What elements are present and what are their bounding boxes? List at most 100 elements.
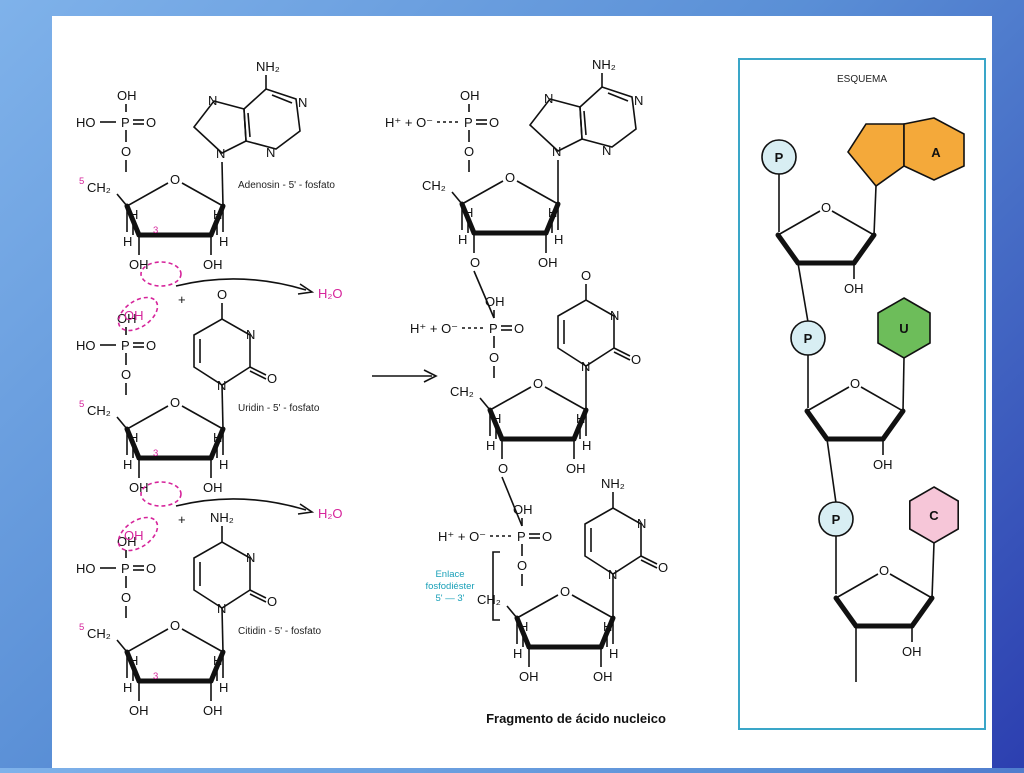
condensation-2: OH + H₂O <box>117 481 343 552</box>
nucleotide-name: Adenosin - 5' - fosfato <box>238 180 335 191</box>
phosphate-oh: OH <box>485 294 505 309</box>
ring-oxygen: O <box>170 395 180 410</box>
hydroxyl-2: OH <box>203 257 223 272</box>
hydroxyl-3: OH <box>519 669 539 684</box>
hydroxyl-2: OH <box>593 669 613 684</box>
leaving-oh: OH <box>124 308 144 323</box>
nucleotide-name: Uridin - 5' - fosfato <box>238 403 320 414</box>
ch2-group: CH₂ <box>477 592 501 607</box>
phosphate-oxygen: O <box>514 321 524 336</box>
proton-label: H⁺ + O⁻ <box>410 321 458 336</box>
phosphate-circle: P <box>790 320 826 356</box>
proton-label: H⁺ + O⁻ <box>385 115 433 130</box>
ester-oxygen: O <box>121 590 131 605</box>
water-product: H₂O <box>318 506 343 521</box>
ring-oxygen: O <box>170 618 180 633</box>
phosphate-ho: HO <box>76 338 96 353</box>
phosphate-letter: P <box>804 331 813 346</box>
schema-title: ESQUEMA <box>837 74 887 85</box>
ch2-group: CH₂ <box>422 178 446 193</box>
n3: N <box>266 145 275 160</box>
ch2-group: CH₂ <box>87 626 111 641</box>
plus-sign: + <box>178 292 186 307</box>
hydrogen: H <box>123 457 132 472</box>
carbonyl-o: O <box>658 560 668 575</box>
schema-oh: OH <box>902 644 922 659</box>
bridge-oxygen: O <box>470 255 480 270</box>
ring-oxygen: O <box>533 376 543 391</box>
n3: N <box>246 550 255 565</box>
phosphodiester-link: O <box>498 461 523 527</box>
hydrogen: H <box>219 457 228 472</box>
phosphate-letter: P <box>775 150 784 165</box>
phosphate-circle: P <box>818 501 854 537</box>
nucleotide-name: Citidin - 5' - fosfato <box>238 626 321 637</box>
phosphate-oxygen: O <box>146 338 156 353</box>
carbon-5-label: 5 <box>79 622 84 633</box>
ring-oxygen: O <box>560 584 570 599</box>
amino-group: NH₂ <box>256 59 280 74</box>
proton-label: H⁺ + O⁻ <box>438 529 486 544</box>
hydroxyl-2: OH <box>566 461 586 476</box>
hydrogen: H <box>129 430 138 445</box>
schema-sugar: OOH <box>775 200 877 296</box>
n1: N <box>634 93 643 108</box>
schema-sugar: OOH <box>804 376 906 472</box>
phosphorus: P <box>121 338 130 353</box>
hydroxyl-3: OH <box>129 257 149 272</box>
n3: N <box>637 516 646 531</box>
schema-sugar: O OH <box>833 563 935 659</box>
reaction-arrow <box>372 369 438 383</box>
hydrogen: H <box>609 646 618 661</box>
hydrogen: H <box>513 646 522 661</box>
phosphate-letter: P <box>832 512 841 527</box>
schema-ring-o: O <box>879 563 889 578</box>
ch2-group: CH₂ <box>87 403 111 418</box>
phosphate-circle: P <box>761 139 797 175</box>
carbonyl-o: O <box>267 371 277 386</box>
hydrogen: H <box>554 232 563 247</box>
phosphate-oxygen: O <box>146 115 156 130</box>
phosphate-oxygen: O <box>146 561 156 576</box>
carbon-5-label: 5 <box>79 176 84 187</box>
phosphorus: P <box>121 115 130 130</box>
plus-sign: + <box>178 512 186 527</box>
phosphorus: P <box>489 321 498 336</box>
n9: N <box>552 144 561 159</box>
hydrogen: H <box>464 205 473 220</box>
hydrogen: H <box>492 411 501 426</box>
hydrogen: H <box>519 619 528 634</box>
bond-label: Enlace <box>435 569 464 580</box>
ester-oxygen: O <box>121 144 131 159</box>
phosphate-oxygen: O <box>542 529 552 544</box>
amino-group: NH₂ <box>210 510 234 525</box>
carbon-5-label: 5 <box>79 399 84 410</box>
amino-group: NH₂ <box>592 57 616 72</box>
n3: N <box>602 143 611 158</box>
ester-oxygen: O <box>489 350 499 365</box>
phosphate-oh: OH <box>460 88 480 103</box>
phosphate-oh: OH <box>117 534 137 549</box>
phosphodiester-link: O <box>470 255 495 319</box>
carbonyl-o4: O <box>581 268 591 283</box>
hydrogen: H <box>129 207 138 222</box>
schema-ring-o: O <box>821 200 831 215</box>
hydroxyl-2: OH <box>203 480 223 495</box>
